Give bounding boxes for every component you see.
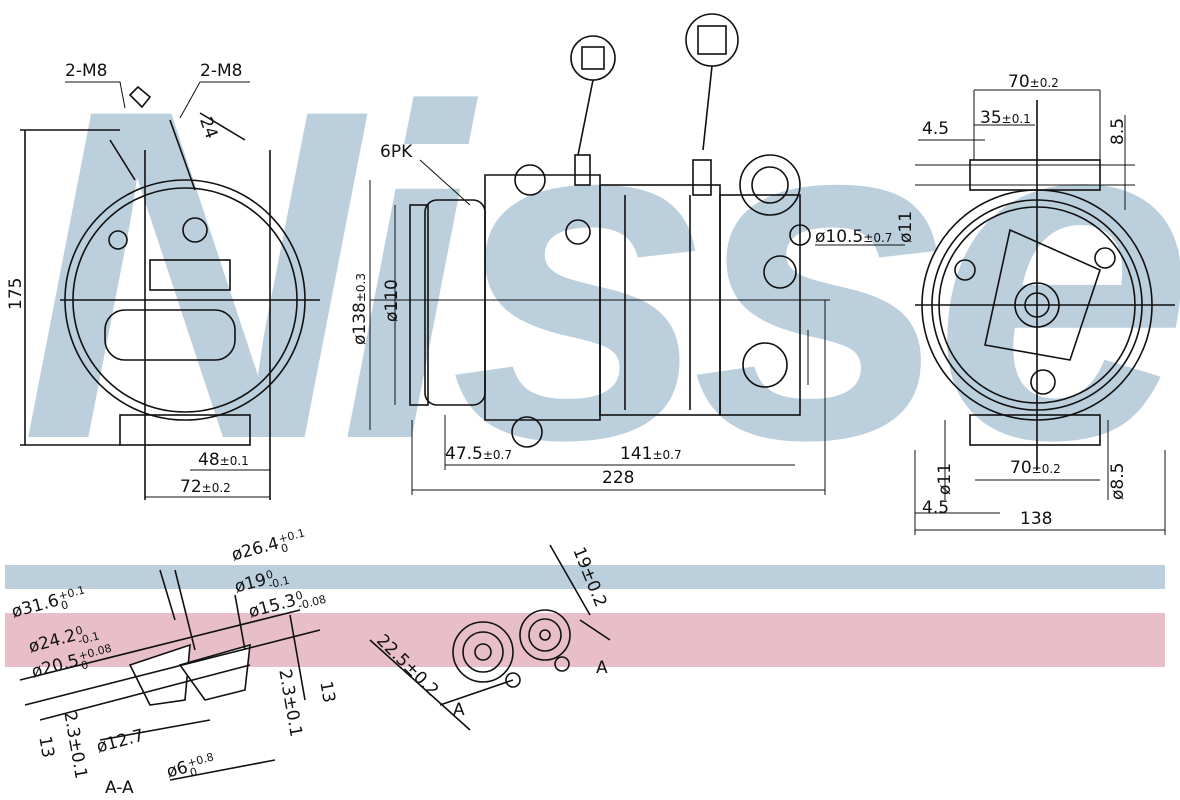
side-view-dimension-lines [65,81,270,498]
top-4-5: 4.5 [922,119,950,139]
dia-10-5: ø10.5±0.7 [815,229,892,246]
side-view-compressor [20,85,320,500]
dim-72-tol: ±0.2 [201,481,231,495]
blue-band [5,565,1165,589]
front-view-compressor [409,13,811,448]
dia-10-5-tol: ±0.7 [863,231,893,245]
bottom-70-value: 70 [1010,458,1032,478]
top-8-5: 8.5 [1108,117,1128,145]
port-details [369,544,611,731]
section-title-a-a: A-A [105,778,134,798]
dim-72: 72±0.2 [180,479,231,496]
dim-228: 228 [602,468,635,488]
top-70-tol: ±0.2 [1029,76,1059,90]
end-view-compressor [915,100,1175,470]
dia-138-value: ø138 [350,302,370,345]
section-mark-a-left: A [453,700,465,720]
dia-138-tol: ±0.3 [354,273,368,303]
top-70: 70±0.2 [1008,74,1059,91]
dim-48-tol: ±0.1 [219,454,249,468]
bottom-dia-11: ø11 [935,462,955,495]
dim-141: 141±0.7 [620,446,682,463]
dim-13-left: 13 [34,734,58,760]
dim-47-5-tol: ±0.7 [482,448,512,462]
dim-47-5-value: 47.5 [445,444,483,464]
section-a-a [19,569,321,781]
bottom-70: 70±0.2 [1010,460,1061,477]
dia-138: ø138±0.3 [350,273,370,345]
dim-48: 48±0.1 [198,452,249,469]
bottom-70-tol: ±0.2 [1031,462,1061,476]
top-70-value: 70 [1008,72,1030,92]
dim-72-value: 72 [180,477,202,497]
dia-10-5-value: ø10.5 [815,227,864,247]
dim-height-175: 175 [6,277,26,310]
registered-mark: ® [1148,235,1180,276]
dim-141-tol: ±0.7 [652,448,682,462]
dim-35-value: 35 [980,108,1002,128]
dim-48-value: 48 [198,450,220,470]
dim-47-5: 47.5±0.7 [445,446,512,463]
pink-band [5,613,1165,667]
bolt-label-left: 2-M8 [65,61,108,81]
end-view-dimension-lines [914,89,1166,535]
bolt-label-right: 2-M8 [200,61,243,81]
dim-13-right: 13 [315,679,339,705]
dim-35: 35±0.1 [980,110,1031,127]
width-138: 138 [1020,509,1053,529]
bottom-dia-8-5: ø8.5 [1108,462,1128,500]
bottom-4-5: 4.5 [922,498,950,518]
dim-35-tol: ±0.1 [1001,112,1031,126]
top-dia-11: ø11 [896,210,916,243]
dim-141-value: 141 [620,444,653,464]
pulley-6pk: 6PK [380,142,413,162]
dia-110: ø110 [382,279,402,322]
front-view-dimension-lines [369,159,905,495]
section-mark-a-right: A [596,658,608,678]
